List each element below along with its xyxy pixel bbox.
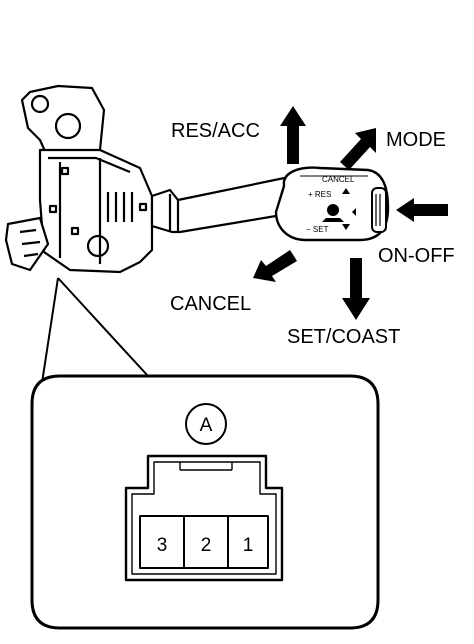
knob-set-label: − SET <box>306 225 329 234</box>
label-cancel: CANCEL <box>170 293 251 315</box>
switch-knob: CANCEL + RES − SET <box>274 166 390 242</box>
label-set-coast: SET/COAST <box>287 326 400 348</box>
cruise-speedometer-icon <box>322 204 344 222</box>
label-on-off: ON-OFF <box>378 245 455 267</box>
pin-label: 1 <box>243 535 254 556</box>
arrow-up-icon <box>280 106 306 164</box>
arrow-mode-icon <box>340 128 376 170</box>
pin-label: 2 <box>201 535 212 556</box>
knob-res-label: + RES <box>308 190 331 199</box>
label-mode: MODE <box>386 129 446 151</box>
connector-callout-circle <box>185 403 227 445</box>
connector-callout-letter: A <box>200 415 213 436</box>
callout-leader <box>39 277 149 397</box>
switch-body <box>4 84 154 274</box>
arrow-down-icon <box>342 258 370 320</box>
label-res-acc: RES/ACC <box>171 120 260 142</box>
arrow-left-icon <box>396 198 448 222</box>
arrow-cancel-icon <box>253 250 297 282</box>
connector-housing <box>124 454 284 582</box>
knob-cancel-label: CANCEL <box>322 175 355 184</box>
pin-label: 3 <box>157 535 168 556</box>
